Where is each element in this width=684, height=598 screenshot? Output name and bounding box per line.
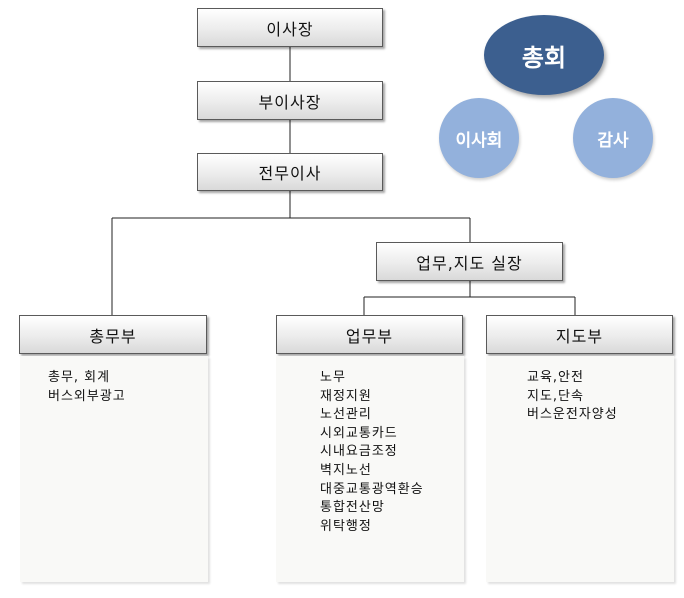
duty-item: 버스외부광고 [48,388,126,404]
audit-circle: 감사 [573,98,653,178]
duty-item: 노선관리 [320,407,372,423]
board-label: 이사회 [455,130,503,151]
department-label: 지도부 [555,326,604,346]
executive-director-label: 전무이사 [258,164,322,183]
duty-item: 재정지원 [320,388,372,404]
duty-item: 지도,단속 [527,388,584,404]
department-box-guidance: 지도부 [486,315,673,354]
duty-item: 시외교통카드 [320,425,398,441]
department-box-operations: 업무부 [276,315,463,354]
duties-list: 총무, 회계 버스외부광고 [48,369,208,406]
executive-director-box: 전무이사 [197,153,383,191]
audit-label: 감사 [597,130,629,151]
vice-chairman-box: 부이사장 [197,81,383,120]
duty-item: 통합전산망 [320,500,385,516]
duties-list: 교육,안전 지도,단속 버스운전자양성 [527,369,674,425]
vice-chairman-label: 부이사장 [258,92,322,112]
duty-item: 벽지노선 [320,462,372,478]
operations-director-box: 업무,지도 실장 [376,242,563,281]
duties-panel-operations: 노무 재정지원 노선관리 시외교통카드 시내요금조정 벽지노선 대중교통광역환승… [276,356,464,582]
chairman-label: 이사장 [266,19,314,39]
board-circle: 이사회 [439,98,519,178]
duties-panel-guidance: 교육,안전 지도,단속 버스운전자양성 [486,356,674,582]
duties-panel-general-affairs: 총무, 회계 버스외부광고 [20,356,208,582]
duty-item: 대중교통광역환승 [320,481,424,497]
duty-item: 시내요금조정 [320,444,398,460]
operations-director-label: 업무,지도 실장 [416,253,523,273]
department-label: 업무부 [345,326,394,346]
duties-list: 노무 재정지원 노선관리 시외교통카드 시내요금조정 벽지노선 대중교통광역환승… [320,369,464,536]
duty-item: 총무, 회계 [48,370,111,385]
duty-item: 교육,안전 [527,370,584,385]
duty-item: 위탁행정 [320,518,372,534]
department-box-general-affairs: 총무부 [19,315,207,354]
general-assembly-circle: 총회 [484,15,604,95]
department-label: 총무부 [89,326,137,346]
general-assembly-label: 총회 [521,43,567,72]
duty-item: 노무 [320,370,346,385]
chairman-box: 이사장 [197,8,383,47]
duty-item: 버스운전자양성 [527,407,618,423]
